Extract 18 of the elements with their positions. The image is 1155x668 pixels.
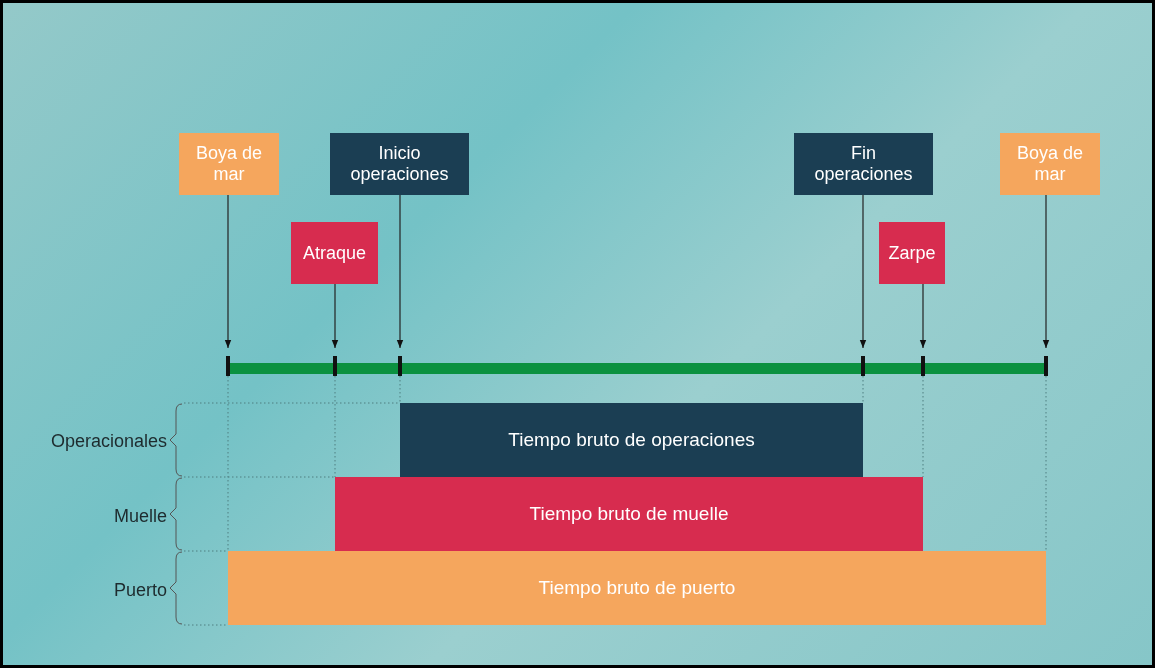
time-bar: Tiempo bruto de muelle — [335, 477, 923, 551]
marker-box: Fin operaciones — [794, 133, 933, 195]
arrow — [919, 283, 927, 349]
row-label: Puerto — [113, 579, 167, 602]
row-label: Operacionales — [50, 430, 167, 453]
arrow — [859, 194, 867, 349]
arrow — [224, 194, 232, 349]
arrow — [396, 194, 404, 349]
marker-box: Atraque — [291, 222, 378, 284]
marker-box: Zarpe — [879, 222, 945, 284]
time-bar: Tiempo bruto de puerto — [228, 551, 1046, 625]
arrow — [1042, 194, 1050, 349]
time-bar: Tiempo bruto de operaciones — [400, 403, 863, 477]
arrow — [331, 283, 339, 349]
marker-box: Boya de mar — [1000, 133, 1100, 195]
row-label: Muelle — [113, 505, 167, 528]
marker-box: Inicio operaciones — [330, 133, 469, 195]
marker-box: Boya de mar — [179, 133, 279, 195]
